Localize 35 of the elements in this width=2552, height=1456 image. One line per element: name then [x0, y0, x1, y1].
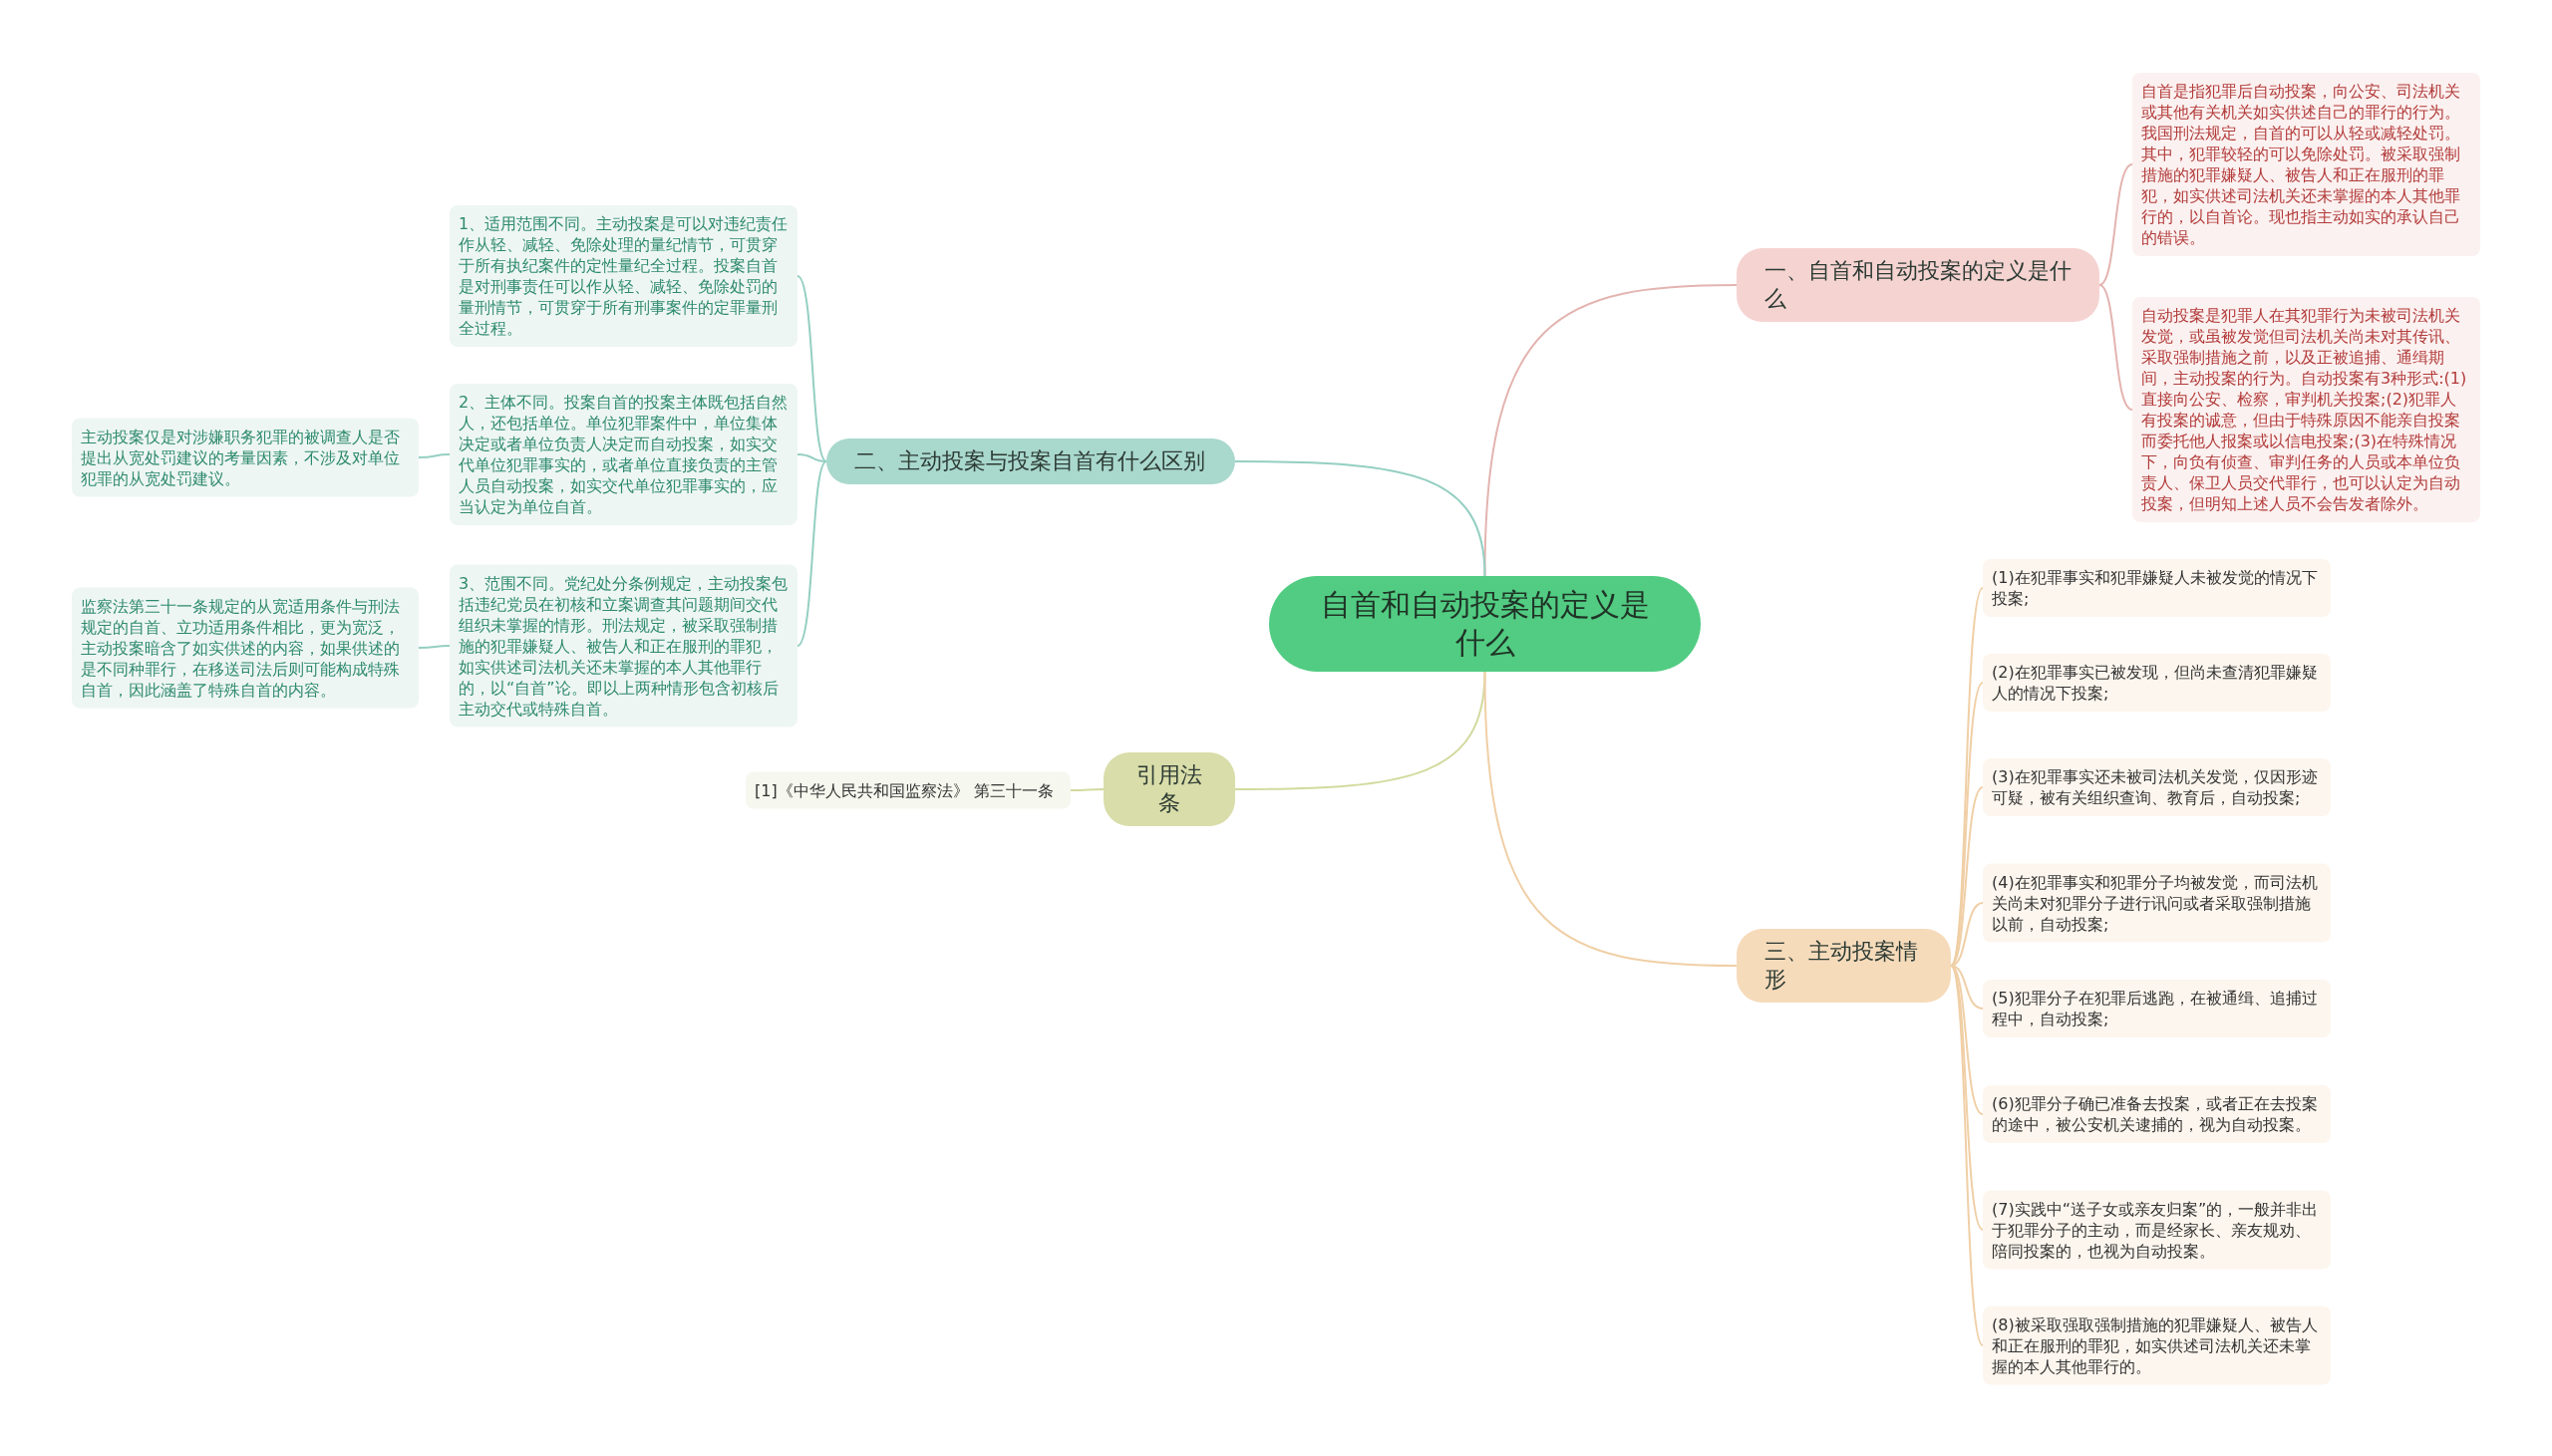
connector-line — [1950, 587, 1984, 967]
connector-line — [2098, 163, 2133, 286]
central-topic: 自首和自动投案的定义是什么 — [1269, 576, 1701, 672]
note-card: (5)犯罪分子在犯罪后逃跑，在被通缉、追捕过程中，自动投案; — [1983, 980, 2331, 1037]
note-card: 自首是指犯罪后自动投案，向公安、司法机关或其他有关机关如实供述自己的罪行的行为。我国刑法规定，自首的可以从轻或减轻处罚。其中，犯罪较轻的可以免除处罚。被采取强制措施的犯罪嫌疑人、被告人和正在服刑的罪犯，如实供述司法机关还未掌握的本人其他罪行的，以自首论。现也指主动如实的承认自己的错误。 — [2132, 73, 2480, 256]
note-card: 监察法第三十一条规定的从宽适用条件与刑法规定的自首、立功适用条件相比，更为宽泛，主动投案暗含了如实供述的内容，如果供述的是不同种罪行，在移送司法后则可能构成特殊自首，因此涵盖了特殊自首的内容。 — [72, 587, 419, 709]
connector-line — [1483, 671, 1738, 967]
branch-topic: 引用法条 — [1104, 752, 1235, 826]
branch-topic: 一、自首和自动投案的定义是什么 — [1737, 248, 2099, 322]
connector-line — [1483, 284, 1738, 577]
branch-topic: 三、主动投案情形 — [1737, 929, 1951, 1003]
connector-line — [1070, 788, 1105, 791]
connector-line — [797, 453, 827, 462]
branch-topic: 二、主动投案与投案自首有什么区别 — [826, 438, 1235, 484]
connector-line — [797, 460, 827, 647]
note-card: (2)在犯罪事实已被发现，但尚未查清犯罪嫌疑人的情况下投案; — [1983, 654, 2331, 712]
connector-line — [418, 453, 451, 458]
connector-line — [2098, 284, 2133, 411]
note-card: (8)被采取强取强制措施的犯罪嫌疑人、被告人和正在服刑的罪犯，如实供述司法机关还未掌握的本人其他罪行的。 — [1983, 1306, 2331, 1385]
connector-line — [1234, 460, 1486, 577]
connector-line — [797, 275, 827, 462]
note-card: [1]《中华人民共和国监察法》 第三十一条 — [746, 771, 1071, 809]
note-card: 1、适用范围不同。主动投案是可以对违纪责任作从轻、减轻、免除处理的量纪情节，可贯穿于所有执纪案件的定性量纪全过程。投案自首是对刑事责任可以作从轻、减轻、免除处罚的量刑情节，可贯穿于所有刑事案件的定罪量刑全过程。 — [450, 205, 798, 347]
note-card: (7)实践中“送子女或亲友归案”的，一般并非出于犯罪分子的主动，而是经家长、亲友规劝、陪同投案的，也视为自动投案。 — [1983, 1190, 2331, 1270]
note-card: 3、范围不同。党纪处分条例规定，主动投案包括违纪党员在初核和立案调查其问题期间交代组织未掌握的情形。刑法规定，被采取强制措施的犯罪嫌疑人、被告人和正在服刑的罪犯，如实供述司法机关还未掌握的本人其他罪行的，以“自首”论。即以上两种情形包含初核后主动交代或特殊自首。 — [450, 564, 798, 728]
note-card: 自动投案是犯罪人在其犯罪行为未被司法机关发觉，或虽被发觉但司法机关尚未对其传讯、采取强制措施之前，以及正被追捕、通缉期间，主动投案的行为。自动投案有3种形式:(1)直接向公安、检察，审判机关投案;(2)犯罪人有投案的诚意，但由于特殊原因不能亲自投案而委托他人报案或以信电投案;(3)在特殊情况下，向负有侦查、审判任务的人员或本单位负责人、保卫人员交代罪行，也可以认定为自动投案，但明知上述人员不会告发者除外。 — [2132, 297, 2480, 522]
note-card: (1)在犯罪事实和犯罪嫌疑人未被发觉的情况下投案; — [1983, 559, 2331, 617]
connector-line — [1234, 671, 1486, 790]
note-card: (4)在犯罪事实和犯罪分子均被发觉，而司法机关尚未对犯罪分子进行讯问或者采取强制措施以前，自动投案; — [1983, 863, 2331, 943]
note-card: (6)犯罪分子确已准备去投案，或者正在去投案的途中，被公安机关逮捕的，视为自动投案。 — [1983, 1085, 2331, 1143]
note-card: 2、主体不同。投案自首的投案主体既包括自然人，还包括单位。单位犯罪案件中，单位集体决定或者单位负责人决定而自动投案，如实交代单位犯罪事实的，或者单位直接负责的主管人员自动投案，如实交代单位犯罪事实的，应当认定为单位自首。 — [450, 384, 798, 525]
connector-line — [418, 645, 451, 649]
note-card: (3)在犯罪事实还未被司法机关发觉，仅因形迹可疑，被有关组织查询、教育后，自动投案; — [1983, 758, 2331, 816]
connector-line — [1950, 902, 1984, 967]
note-card: 主动投案仅是对涉嫌职务犯罪的被调查人是否提出从宽处罚建议的考量因素，不涉及对单位犯罪的从宽处罚建议。 — [72, 418, 419, 497]
